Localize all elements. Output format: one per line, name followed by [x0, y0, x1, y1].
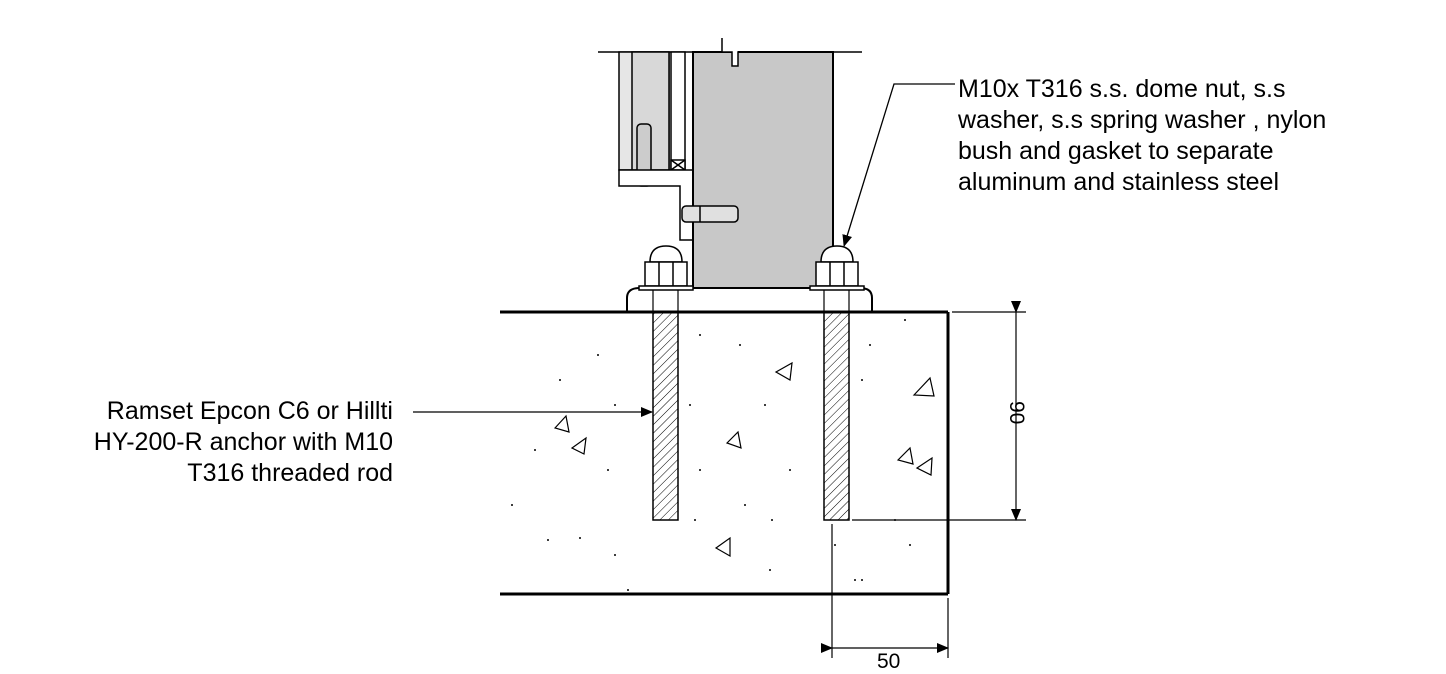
- rod-through-plate: [652, 290, 850, 312]
- chemical-anchor-callout: Ramset Epcon C6 or Hillti HY-200-R ancho…: [94, 396, 393, 489]
- concrete-dots: [511, 319, 911, 591]
- concrete-aggregate: [553, 361, 935, 558]
- dimension-embedment: [852, 301, 1026, 521]
- callout-line: aluminum and stainless steel: [958, 168, 1279, 196]
- callout-line: washer, s.s spring washer , nylon: [958, 106, 1327, 134]
- base-plate: [626, 287, 873, 313]
- anchor-fixing-callout: M10x T316 s.s. dome nut, s.s washer, s.s…: [958, 74, 1326, 198]
- post-section: [692, 38, 834, 289]
- mounting-channel: [618, 51, 694, 241]
- callout-line: Ramset Epcon C6 or Hillti: [106, 397, 393, 425]
- callout-line: bush and gasket to separate: [958, 137, 1274, 165]
- callout-line: T316 threaded rod: [187, 459, 393, 487]
- post-screw: [681, 205, 739, 223]
- callout-line: HY-200-R anchor with M10: [93, 428, 393, 456]
- callout-line: M10x T316 s.s. dome nut, s.s: [958, 75, 1286, 103]
- embedment-depth-label: 90: [1005, 401, 1028, 425]
- dimension-edge-distance: [821, 524, 949, 658]
- edge-distance-label: 50: [877, 650, 901, 673]
- threaded-rod-right: [823, 311, 850, 521]
- dome-nut-left: [638, 245, 694, 291]
- threaded-rod-left: [652, 311, 679, 521]
- dome-nut-right: [809, 245, 865, 291]
- leader-anchor-fixing: [842, 83, 955, 247]
- concrete-slab: [500, 310, 950, 596]
